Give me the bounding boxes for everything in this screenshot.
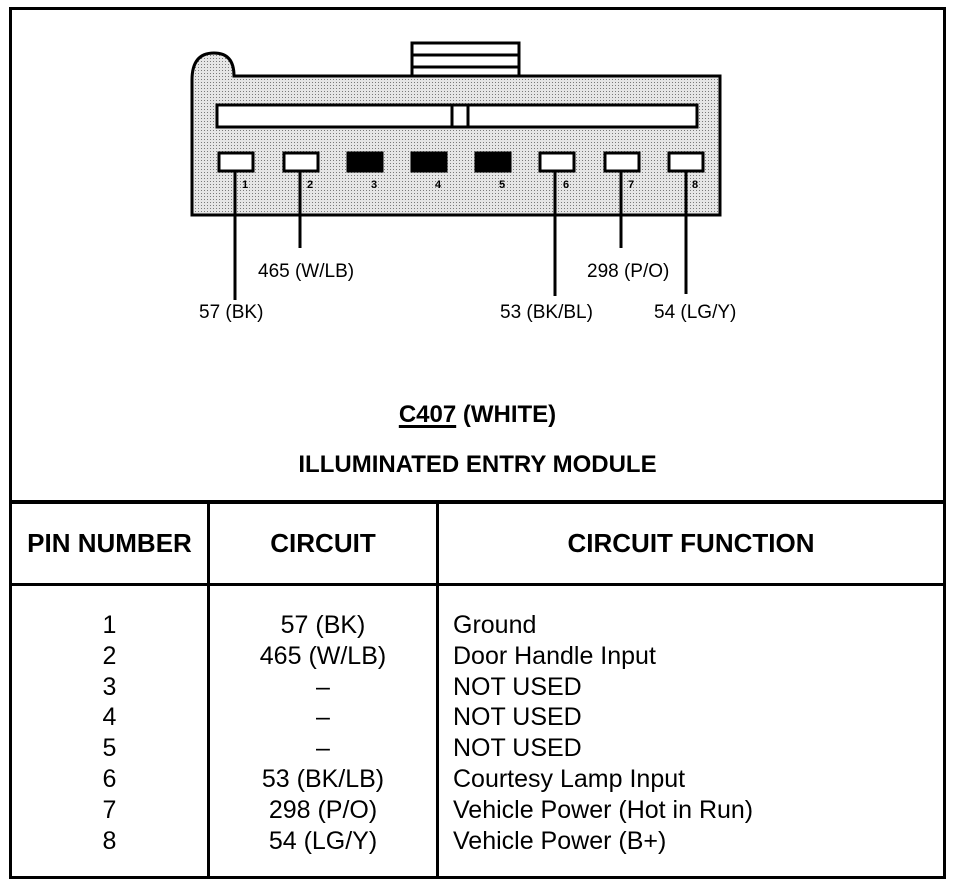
row-circuit: –	[316, 703, 330, 732]
circuit-column: 57 (BK)465 (W/LB)–––53 (BK/LB)298 (P/O)5…	[210, 610, 436, 856]
row-circuit: 465 (W/LB)	[259, 641, 387, 670]
row-pin: 7	[102, 795, 117, 824]
connector-id: C407	[398, 401, 457, 428]
pin-number-label: 3	[371, 179, 377, 191]
row-function: Courtesy Lamp Input	[453, 764, 686, 793]
pin-number-label: 5	[499, 179, 505, 191]
connector-lock-bar	[215, 103, 699, 129]
row-circuit: –	[316, 672, 330, 701]
table-column-divider	[207, 502, 210, 876]
row-function: NOT USED	[453, 734, 582, 763]
pin-number-label: 1	[242, 179, 248, 191]
pin-number-label: 4	[435, 179, 442, 191]
pin-number-label: 6	[563, 179, 569, 191]
table-column-divider	[436, 584, 439, 876]
row-function: Vehicle Power (Hot in Run)	[453, 795, 754, 824]
wire-label-pin7: 298 (P/O)	[587, 261, 670, 282]
header-pin-number: PIN NUMBER	[27, 528, 192, 558]
row-circuit: 53 (BK/LB)	[261, 764, 385, 793]
header-circuit-function: CIRCUIT FUNCTION	[567, 528, 815, 558]
pin-cavity-1	[217, 151, 255, 173]
wire-label-pin8: 54 (LG/Y)	[654, 302, 737, 323]
pin-cavity-3	[346, 151, 384, 173]
row-pin: 8	[102, 826, 117, 855]
row-circuit: 298 (P/O)	[268, 795, 378, 824]
row-function: NOT USED	[453, 703, 582, 732]
connector-latch	[410, 41, 521, 81]
row-function: NOT USED	[453, 672, 582, 701]
connector-body	[190, 51, 722, 217]
row-function: Ground	[453, 611, 537, 639]
wire-label-pin1: 57 (BK)	[199, 302, 264, 323]
row-pin: 1	[102, 611, 117, 639]
table-column-divider	[436, 502, 439, 584]
pin-cavity-8	[667, 151, 705, 173]
connector-color: (WHITE)	[462, 401, 557, 428]
row-pin: 2	[102, 641, 117, 670]
row-circuit: 57 (BK)	[280, 611, 366, 639]
row-pin: 5	[102, 734, 117, 763]
pin-cavity-4	[410, 151, 448, 173]
row-circuit: –	[316, 734, 330, 763]
row-function: Vehicle Power (B+)	[453, 826, 667, 855]
row-circuit: 54 (LG/Y)	[268, 826, 378, 855]
wire-label-pin2: 465 (W/LB)	[258, 261, 355, 282]
pin-number-label: 2	[307, 179, 313, 191]
pin-cavity-6	[538, 151, 576, 173]
connector-title: C407 (WHITE)	[12, 401, 943, 429]
pin-cavity-2	[282, 151, 320, 173]
table-header-rule	[9, 583, 946, 586]
connector-diagram: 1 2 3 4 5 6 7 8	[190, 41, 722, 300]
pin-number-label: 7	[628, 179, 634, 191]
pin-cavity-5	[474, 151, 512, 173]
table-top-rule	[9, 500, 946, 504]
row-pin: 6	[102, 764, 117, 793]
pin-cavity-7	[603, 151, 641, 173]
header-circuit: CIRCUIT	[270, 528, 376, 558]
row-pin: 4	[102, 703, 117, 732]
row-function: Door Handle Input	[453, 641, 656, 670]
row-pin: 3	[102, 672, 117, 701]
module-title: ILLUMINATED ENTRY MODULE	[298, 451, 657, 478]
pin-number-label: 8	[692, 179, 698, 191]
wire-label-pin6: 53 (BK/BL)	[500, 302, 593, 323]
